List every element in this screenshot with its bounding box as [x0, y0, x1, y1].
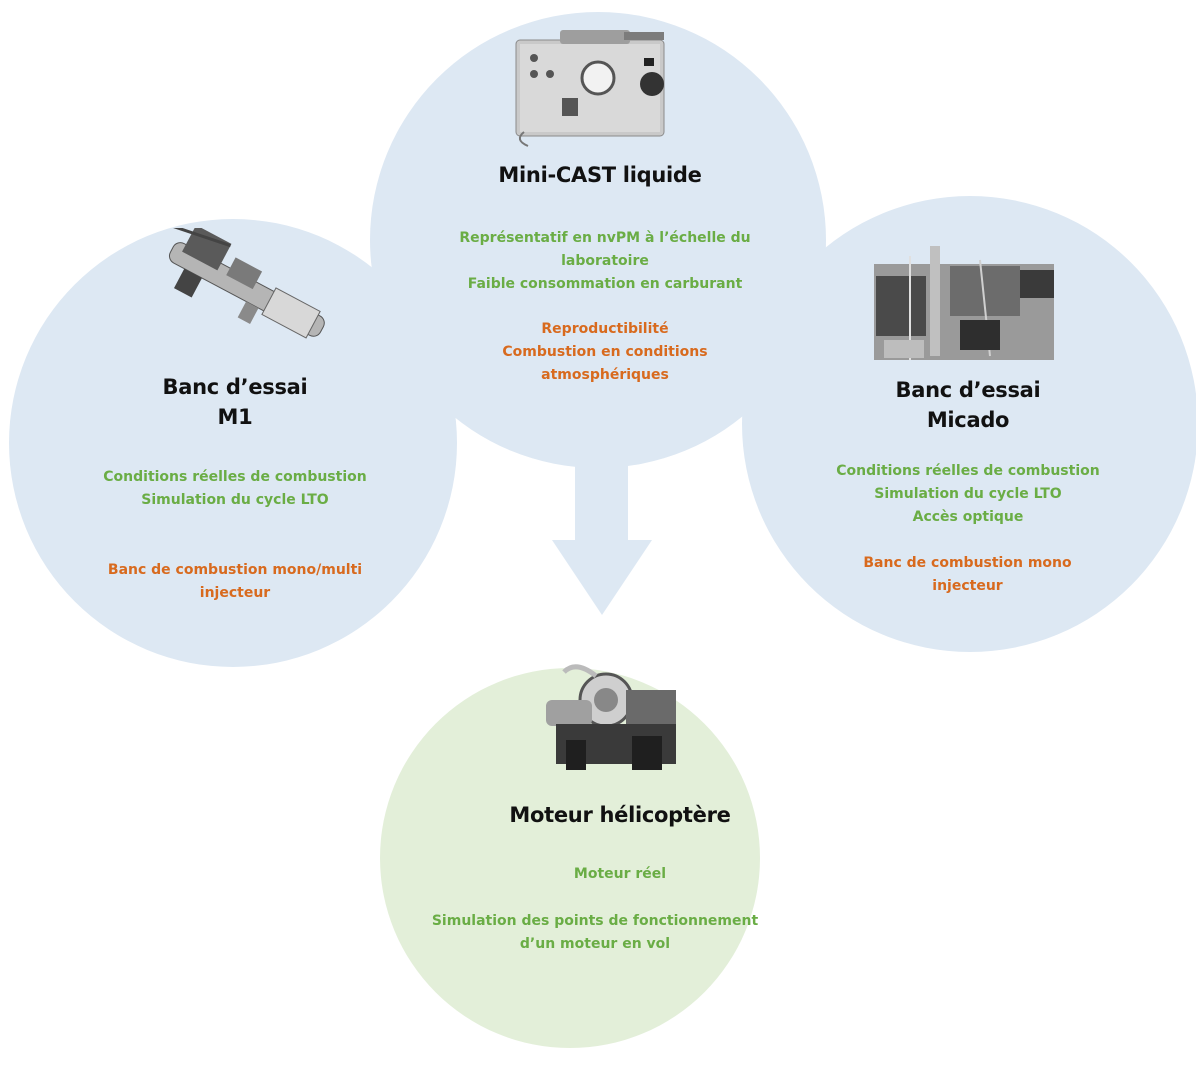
micado-orange-line-2: injecteur	[932, 578, 1003, 594]
m1-orange-line-2: injecteur	[199, 585, 271, 601]
m1-title-line-1: Banc d’essai	[162, 375, 308, 399]
m1-title: Banc d’essai M1	[110, 372, 360, 432]
minicast-green-line-1: Représentatif en nvPM à l’échelle du	[459, 230, 751, 246]
minicast-orange-line-1: Reproductibilité	[541, 321, 669, 337]
m1-green-line-1: Conditions réelles de combustion	[103, 469, 367, 485]
minicast-green-text: Représentatif en nvPM à l’échelle du lab…	[440, 227, 770, 296]
minicast-orange-line-3: atmosphériques	[541, 367, 669, 383]
helicopter-green2-line-1: Simulation des points de fonctionnement	[431, 913, 759, 929]
down-arrow	[552, 462, 652, 615]
m1-orange-text: Banc de combustion mono/multi injecteur	[100, 559, 370, 605]
micado-title-line-2: Micado	[926, 408, 1010, 432]
minicast-orange-line-2: Combustion en conditions	[502, 344, 708, 360]
micado-orange-text: Banc de combustion mono injecteur	[840, 552, 1095, 598]
m1-green-line-2: Simulation du cycle LTO	[141, 492, 329, 508]
mini-cast-device-photo	[515, 30, 665, 147]
circle-m1	[9, 219, 457, 667]
minicast-green-line-3: Faible consommation en carburant	[467, 276, 743, 292]
micado-title-line-1: Banc d’essai	[895, 378, 1041, 402]
micado-green-line-3: Accès optique	[912, 509, 1024, 525]
helicopter-green-line-1: Moteur réel	[573, 866, 667, 882]
micado-test-bench-photo	[874, 246, 1054, 360]
minicast-title: Mini-CAST liquide	[498, 163, 702, 187]
helicopter-title: Moteur hélicoptère	[509, 803, 731, 827]
m1-title-line-2: M1	[217, 405, 253, 429]
m1-orange-line-1: Banc de combustion mono/multi	[107, 562, 363, 578]
circle-minicast	[370, 12, 826, 468]
micado-green-text: Conditions réelles de combustion Simulat…	[823, 460, 1113, 529]
micado-title: Banc d’essai Micado	[848, 375, 1088, 435]
helicopter-engine-photo	[546, 664, 676, 770]
micado-green-line-1: Conditions réelles de combustion	[836, 463, 1100, 479]
m1-green-text: Conditions réelles de combustion Simulat…	[90, 466, 380, 512]
minicast-orange-text: Reproductibilité Combustion en condition…	[470, 318, 740, 387]
helicopter-green-text: Moteur réel	[480, 863, 760, 886]
helicopter-green2-line-2: d’un moteur en vol	[519, 936, 671, 952]
m1-test-bench-photo	[168, 228, 325, 339]
helicopter-green-text-2: Simulation des points de fonctionnement …	[415, 910, 775, 956]
micado-green-line-2: Simulation du cycle LTO	[874, 486, 1062, 502]
micado-orange-line-1: Banc de combustion mono	[863, 555, 1072, 571]
minicast-green-line-2: laboratoire	[561, 253, 649, 269]
circle-micado	[742, 196, 1196, 652]
